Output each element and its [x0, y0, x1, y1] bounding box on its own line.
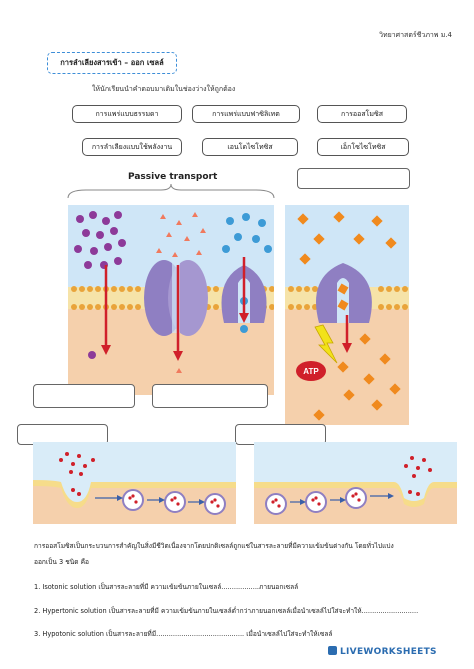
- passive-bracket: [67, 184, 275, 199]
- answer-blank-facilitated-diffusion[interactable]: [152, 384, 268, 408]
- solute-molecules-blue: [222, 213, 272, 333]
- answer-blank-simple-diffusion[interactable]: [33, 384, 135, 408]
- subject-header: วิทยาศาสตร์ชีวภาพ ม.4: [379, 31, 452, 39]
- endocytosis-diagram: [33, 442, 236, 524]
- channel-protein: [144, 260, 208, 336]
- osmosis-paragraph: การออสโมซิสเป็นกระบวนการสำคัญในสิ่งมีชีว…: [34, 542, 394, 550]
- diffusion-arrows: [101, 257, 249, 361]
- item-hypotonic: 3. Hypotonic solution เป็นสารละลายที่มี.…: [34, 630, 333, 638]
- footer-brand: LIVEWORKSHEETS: [340, 647, 437, 657]
- answer-blank-active-transport-label[interactable]: [297, 168, 410, 189]
- atp-label: ATP: [303, 367, 319, 376]
- exocytosis-diagram: [254, 442, 457, 524]
- item-isotonic: 1. Isotonic solution เป็นสารละลายที่มี ค…: [34, 583, 299, 591]
- pump-protein: [316, 263, 372, 323]
- worksheet-title: การลำเลียงสารเข้า – ออก เซลล์: [47, 52, 177, 74]
- word-bank-item-osmosis: การออสโมซิส: [317, 105, 407, 123]
- word-bank-item-simple-diffusion: การแพร่แบบธรรมดา: [72, 105, 182, 123]
- active-transport-diagram: ATP: [285, 205, 409, 425]
- liveworksheets-logo: LIVEWORKSHEETS: [328, 646, 437, 657]
- passive-transport-label: Passive transport: [128, 172, 218, 182]
- atp-molecule: [296, 361, 326, 381]
- osmosis-paragraph-end: ออกเป็น 3 ชนิด คือ: [34, 558, 89, 566]
- word-bank-item-facilitated-diffusion: การแพร่แบบฟาซิลิเทต: [192, 105, 300, 123]
- energy-bolt-icon: [314, 324, 338, 364]
- solute-molecules-purple: [74, 211, 126, 359]
- word-bank-item-endocytosis: เอนโดไซโทซิส: [202, 138, 298, 156]
- logo-icon: [328, 646, 337, 655]
- passive-transport-diagram: [68, 205, 274, 395]
- instruction-text: ให้นักเรียนนำคำตอบมาเติมในช่องว่างให้ถูก…: [92, 85, 236, 93]
- word-bank-item-exocytosis: เอ็กโซไซโทซิส: [317, 138, 409, 156]
- solute-triangles: [156, 212, 206, 373]
- word-bank-item-active-transport: การลำเลียงแบบใช้พลังงาน: [82, 138, 182, 156]
- item-hypertonic: 2. Hypertonic solution เป็นสารละลายที่มี…: [34, 607, 419, 615]
- active-arrow: [342, 315, 352, 353]
